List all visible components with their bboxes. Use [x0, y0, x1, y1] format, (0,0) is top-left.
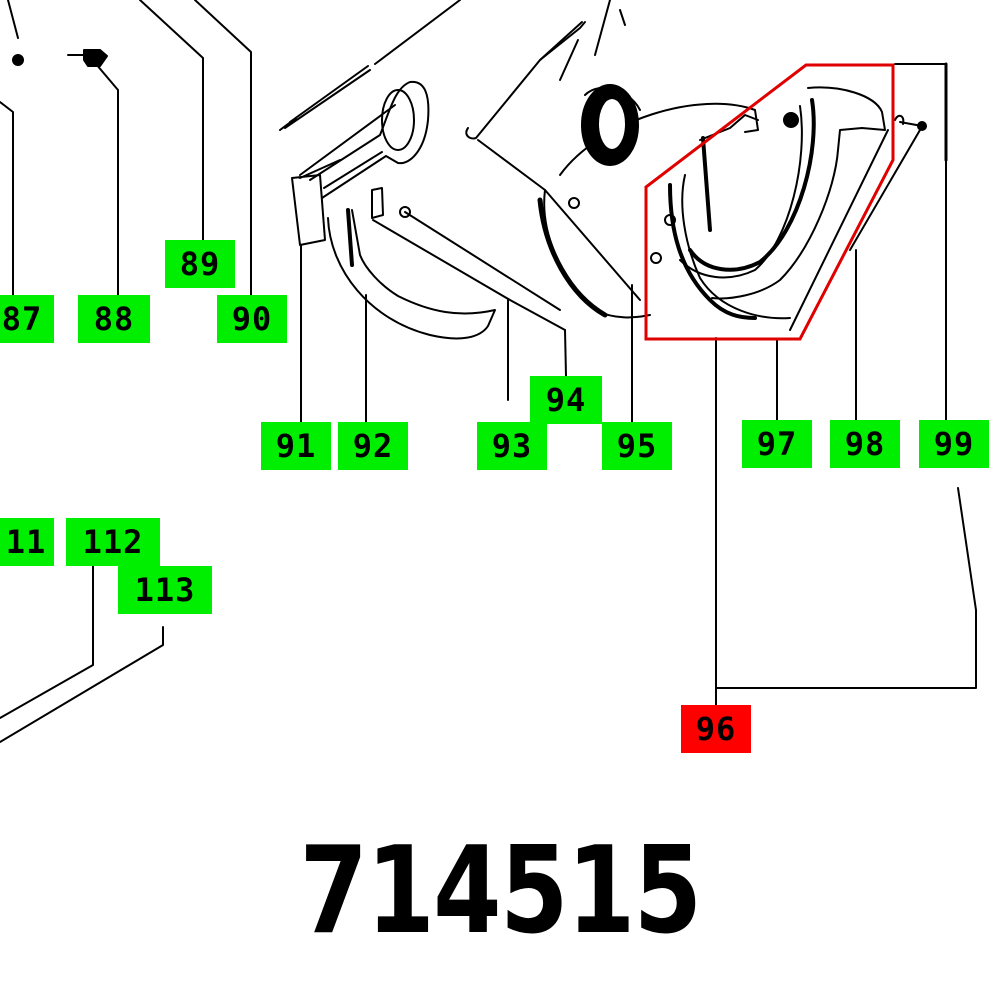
callout-label-97[interactable]: 97 — [742, 420, 812, 468]
callout-label-93[interactable]: 93 — [477, 422, 547, 470]
leader-112 — [0, 565, 94, 719]
guard-92 — [327, 209, 496, 340]
callout-label-90[interactable]: 90 — [217, 295, 287, 343]
screw-icon-88 — [67, 49, 108, 67]
callout-label-95[interactable]: 95 — [602, 422, 672, 470]
highlight-outline-96 — [644, 63, 895, 341]
guard-97 — [681, 174, 791, 320]
link-arm — [309, 80, 430, 199]
callout-label-94[interactable]: 94 — [530, 376, 602, 424]
leader-94 — [564, 329, 567, 377]
callout-label-111[interactable]: 11 — [0, 518, 54, 566]
callout-label-89[interactable]: 89 — [165, 240, 235, 288]
callout-label-91[interactable]: 91 — [261, 422, 331, 470]
leader-88 — [95, 63, 119, 296]
bracket-91 — [291, 104, 396, 246]
leader-87 — [0, 0, 19, 296]
screw-icon-87 — [12, 54, 24, 66]
callout-label-92[interactable]: 92 — [338, 422, 408, 470]
leader-113 — [0, 626, 164, 743]
part-number: 714515 — [299, 822, 703, 961]
guard-98 — [711, 86, 886, 300]
callout-label-112[interactable]: 112 — [66, 518, 160, 566]
callout-label-98[interactable]: 98 — [830, 420, 900, 468]
leader-90 — [194, 0, 252, 296]
callout-label-87[interactable]: 87 — [0, 295, 54, 343]
callout-label-96[interactable]: 96 — [681, 705, 751, 753]
leader-89 — [139, 0, 204, 241]
callout-label-99[interactable]: 99 — [919, 420, 989, 468]
callout-label-88[interactable]: 88 — [78, 295, 150, 343]
callout-label-113[interactable]: 113 — [118, 566, 212, 614]
